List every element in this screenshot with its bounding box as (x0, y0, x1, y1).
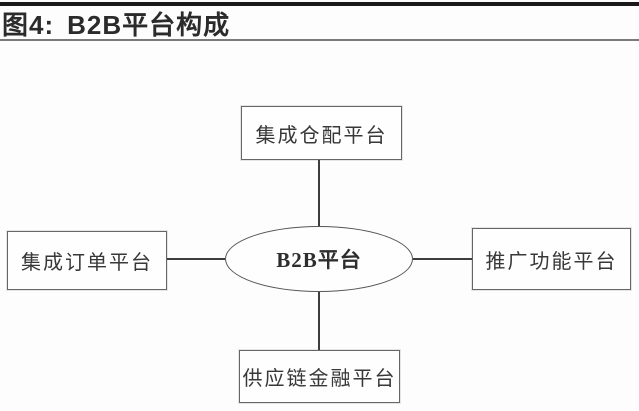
center-node-b2b-platform: B2B平台 (225, 226, 413, 292)
figure-title: B2B平台构成 (67, 9, 231, 40)
connector-bottom-line (318, 292, 320, 350)
node-label: 集成仓配平台 (255, 124, 388, 147)
node-supply-chain-finance-platform: 供应链金融平台 (239, 350, 400, 403)
figure-header: 图4: B2B平台构成 (2, 8, 230, 40)
node-label: 集成订单平台 (21, 252, 153, 274)
connector-left-line (167, 258, 225, 260)
node-order-platform: 集成订单平台 (7, 231, 167, 290)
figure-number-label: 图4: (2, 9, 55, 40)
node-warehouse-platform: 集成仓配平台 (241, 106, 402, 160)
top-border-line (0, 2, 639, 6)
node-label: 供应链金融平台 (242, 368, 397, 390)
node-label: 推广功能平台 (485, 250, 618, 273)
center-node-label: B2B平台 (276, 248, 362, 272)
b2b-platform-diagram: 集成仓配平台 集成订单平台 推广功能平台 供应链金融平台 B2B平台 (0, 42, 639, 411)
connector-right-line (413, 258, 472, 260)
header-underline (0, 39, 639, 41)
node-promotion-platform: 推广功能平台 (472, 228, 631, 290)
connector-top-line (318, 160, 320, 226)
